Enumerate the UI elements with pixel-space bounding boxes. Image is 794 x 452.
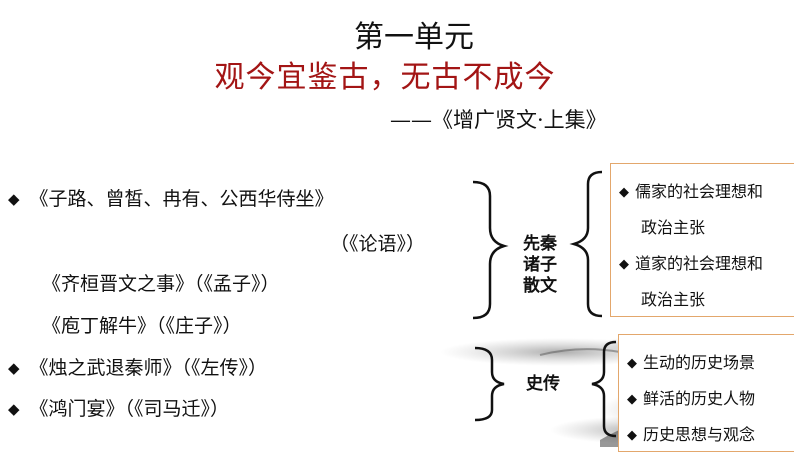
diamond-bullet-icon: ◆ xyxy=(627,392,637,407)
work-item: 《庖丁解牛》（《庄子》） xyxy=(42,311,242,338)
unit-title: 第一单元 xyxy=(0,12,794,56)
theme-text: 鲜活的历史人物 xyxy=(643,389,755,408)
diamond-bullet-icon: ◆ xyxy=(619,185,629,200)
work-title: （《论语》） xyxy=(330,233,425,255)
group-label-line: 史传 xyxy=(526,374,560,395)
theme-point: ◆ 儒家的社会理想和 xyxy=(619,178,763,202)
quote-text: 观今宜鉴古，无古不成今 xyxy=(215,60,556,95)
group-label-line: 诸子 xyxy=(523,255,557,276)
work-item: ◆ 《子路、曾皙、冉有、公西华侍坐》 xyxy=(8,184,334,211)
work-title: 《庖丁解牛》（《庄子》） xyxy=(42,315,242,337)
group-label-historical: 史传 xyxy=(526,374,560,395)
diamond-bullet-icon: ◆ xyxy=(8,400,20,418)
theme-point-continued: 政治主张 xyxy=(641,214,705,238)
work-title: 《齐桓晋文之事》（《孟子》） xyxy=(42,273,280,295)
work-item: ◆ 《鸿门宴》（《司马迁》） xyxy=(8,394,229,421)
diamond-bullet-icon: ◆ xyxy=(619,257,629,272)
work-title: 《烛之武退秦师》（《左传》） xyxy=(30,357,268,379)
group-label-line: 先秦 xyxy=(523,234,557,255)
quote-source: ——《增广贤文·上集》 xyxy=(390,104,607,134)
theme-point: ◆ 道家的社会理想和 xyxy=(619,250,763,274)
diamond-bullet-icon: ◆ xyxy=(627,356,637,371)
theme-point: ◆ 生动的历史场景 xyxy=(627,349,755,373)
unit-title-text: 第一单元 xyxy=(354,20,474,55)
theme-box-historical: ◆ 生动的历史场景 ◆ 鲜活的历史人物 ◆ 历史思想与观念 xyxy=(618,334,794,452)
work-item: ◆ 《烛之武退秦师》（《左传》） xyxy=(8,353,267,380)
theme-box-pre-qin: ◆ 儒家的社会理想和 政治主张 ◆ 道家的社会理想和 政治主张 xyxy=(610,163,794,317)
theme-point: ◆ 鲜活的历史人物 xyxy=(627,385,755,409)
diamond-bullet-icon: ◆ xyxy=(8,359,20,377)
theme-point: ◆ 历史思想与观念 xyxy=(627,421,755,445)
work-title: 《鸿门宴》（《司马迁》） xyxy=(30,398,230,420)
theme-text: 儒家的社会理想和 xyxy=(635,182,763,201)
theme-text: 历史思想与观念 xyxy=(643,425,755,444)
group-label-pre-qin: 先秦 诸子 散文 xyxy=(523,234,557,297)
work-title: 《子路、曾皙、冉有、公西华侍坐》 xyxy=(30,188,334,210)
theme-text: 生动的历史场景 xyxy=(643,353,755,372)
diamond-bullet-icon: ◆ xyxy=(627,428,637,443)
work-item: 《齐桓晋文之事》（《孟子》） xyxy=(42,269,280,296)
work-item: （《论语》） xyxy=(330,229,425,256)
group-label-line: 散文 xyxy=(523,276,557,297)
quote-heading: 观今宜鉴古，无古不成今 xyxy=(0,52,794,96)
theme-text: 道家的社会理想和 xyxy=(635,254,763,273)
diamond-bullet-icon: ◆ xyxy=(8,190,20,208)
theme-point-continued: 政治主张 xyxy=(641,286,705,310)
